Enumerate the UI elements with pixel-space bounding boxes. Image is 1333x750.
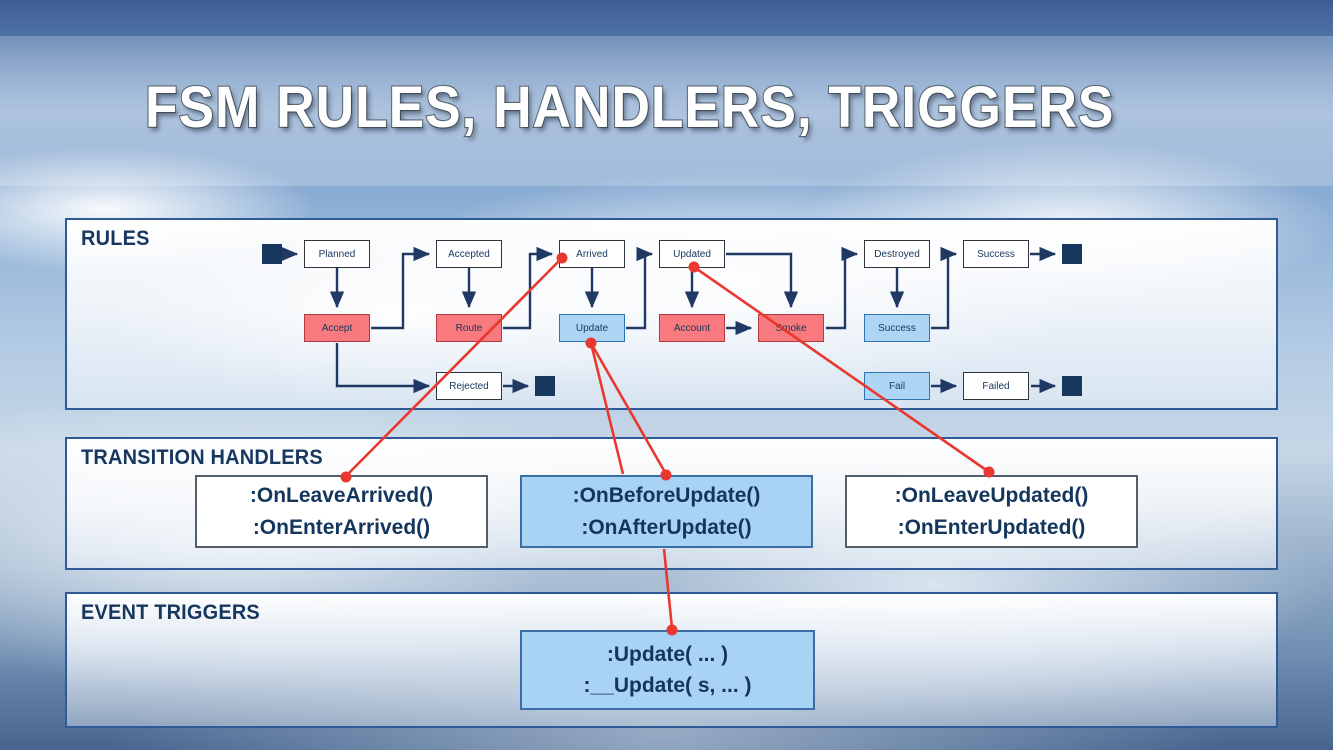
transition-success: Success bbox=[864, 314, 930, 342]
state-arrived: Arrived bbox=[559, 240, 625, 268]
triggers-panel-label: EVENT TRIGGERS bbox=[81, 601, 260, 624]
slide-title: FSM RULES, HANDLERS, TRIGGERS bbox=[144, 74, 1115, 141]
state-rejected: Rejected bbox=[436, 372, 502, 400]
trigger-box-update: :Update( ... ) :__Update( s, ... ) bbox=[520, 630, 815, 710]
state-success: Success bbox=[963, 240, 1029, 268]
transition-account: Account bbox=[659, 314, 725, 342]
title-band bbox=[0, 36, 1333, 186]
transition-route: Route bbox=[436, 314, 502, 342]
handler-line: :OnLeaveUpdated() bbox=[894, 484, 1089, 507]
handler-box-update: :OnBeforeUpdate() :OnAfterUpdate() bbox=[520, 475, 813, 548]
handler-line: :OnEnterArrived() bbox=[252, 515, 431, 539]
handler-line: :OnLeaveArrived() bbox=[249, 484, 434, 507]
transition-fail: Fail bbox=[864, 372, 930, 400]
end-terminal-rejected bbox=[535, 376, 555, 396]
trigger-line: :Update( ... ) bbox=[606, 642, 729, 666]
end-terminal-failed bbox=[1062, 376, 1082, 396]
state-accepted: Accepted bbox=[436, 240, 502, 268]
state-updated: Updated bbox=[659, 240, 725, 268]
state-failed: Failed bbox=[963, 372, 1029, 400]
handler-line: :OnEnterUpdated() bbox=[897, 515, 1086, 539]
end-terminal-success bbox=[1062, 244, 1082, 264]
handler-line: :OnAfterUpdate() bbox=[581, 515, 752, 539]
handler-box-arrived: :OnLeaveArrived() :OnEnterArrived() bbox=[195, 475, 488, 548]
handlers-panel-label: TRANSITION HANDLERS bbox=[81, 446, 323, 469]
handler-box-updated: :OnLeaveUpdated() :OnEnterUpdated() bbox=[845, 475, 1138, 548]
state-destroyed: Destroyed bbox=[864, 240, 930, 268]
trigger-line: :__Update( s, ... ) bbox=[583, 674, 752, 697]
transition-update: Update bbox=[559, 314, 625, 342]
transition-accept: Accept bbox=[304, 314, 370, 342]
rules-panel-label: RULES bbox=[81, 227, 150, 250]
handler-line: :OnBeforeUpdate() bbox=[572, 484, 761, 507]
transition-smoke: Smoke bbox=[758, 314, 824, 342]
state-planned: Planned bbox=[304, 240, 370, 268]
start-terminal bbox=[262, 244, 282, 264]
